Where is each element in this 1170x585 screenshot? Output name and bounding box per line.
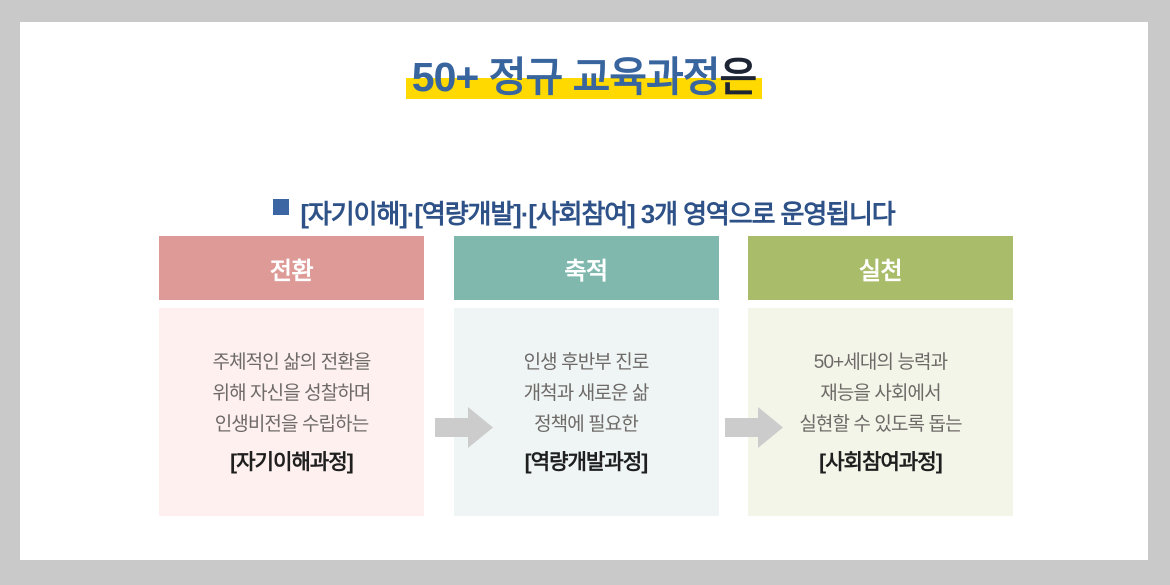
column-accumulation: 축적 인생 후반부 진로 개척과 새로운 삶 정책에 필요한 [역량개발과정]	[453, 236, 719, 530]
body-line: 개척과 새로운 삶	[523, 383, 650, 405]
course-name: [역량개발과정]	[524, 450, 649, 474]
column-practice: 실천 50+세대의 능력과 재능을 사회에서 실현할 수 있도록 돕는 [사회참…	[748, 236, 1013, 530]
right-arrow-icon	[725, 407, 783, 448]
column-header-practice: 실천	[748, 236, 1013, 300]
column-transition: 전환 주체적인 삶의 전환을 위해 자신을 성찰하며 인생비전을 수립하는 [자…	[159, 236, 424, 530]
title-wrapper: 50+ 정규 교육과정은	[405, 52, 763, 102]
subtitle-row: [자기이해]·[역량개발]·[사회참여] 3개 영역으로 운영됩니다	[20, 194, 1148, 231]
column-body-practice: 50+세대의 능력과 재능을 사회에서 실현할 수 있도록 돕는 [사회참여과정…	[748, 308, 1013, 516]
right-arrow-icon	[435, 407, 493, 448]
course-name: [자기이해과정]	[230, 450, 354, 474]
body-line: 50+세대의 능력과	[813, 352, 948, 374]
column-header-label: 축적	[564, 257, 608, 285]
column-header-transition: 전환	[159, 236, 424, 300]
filled-square-bullet-icon	[273, 198, 290, 215]
column-body-accumulation: 인생 후반부 진로 개척과 새로운 삶 정책에 필요한 [역량개발과정]	[453, 308, 719, 516]
column-header-label: 전환	[269, 257, 314, 285]
column-header-label: 실천	[858, 257, 903, 285]
body-line: 주체적인 삶의 전환을	[212, 352, 372, 374]
subtitle-text: [자기이해]·[역량개발]·[사회참여] 3개 영역으로 운영됩니다	[300, 199, 895, 229]
body-line: 위해 자신을 성찰하며	[212, 383, 372, 405]
title-text: 50+ 정규 교육과정은	[411, 54, 757, 100]
title-main-text: 50+ 정규 교육과정	[411, 54, 721, 100]
body-line: 정책에 필요한	[534, 413, 639, 435]
page-title: 50+ 정규 교육과정은	[20, 52, 1148, 102]
slide-canvas: 50+ 정규 교육과정은 [자기이해]·[역량개발]·[사회참여] 3개 영역으…	[20, 22, 1148, 560]
title-tail-text: 은	[719, 54, 757, 100]
title-highlight-bar	[405, 78, 763, 100]
body-line: 인생 후반부 진로	[523, 352, 650, 374]
column-body-transition: 주체적인 삶의 전환을 위해 자신을 성찰하며 인생비전을 수립하는 [자기이해…	[159, 308, 424, 516]
body-line: 재능을 사회에서	[820, 383, 941, 405]
process-columns: 전환 주체적인 삶의 전환을 위해 자신을 성찰하며 인생비전을 수립하는 [자…	[159, 236, 1013, 530]
body-line: 인생비전을 수립하는	[214, 413, 370, 435]
column-header-accumulation: 축적	[453, 236, 719, 300]
body-line: 실현할 수 있도록 돕는	[799, 413, 962, 435]
course-name: [사회참여과정]	[819, 450, 943, 474]
